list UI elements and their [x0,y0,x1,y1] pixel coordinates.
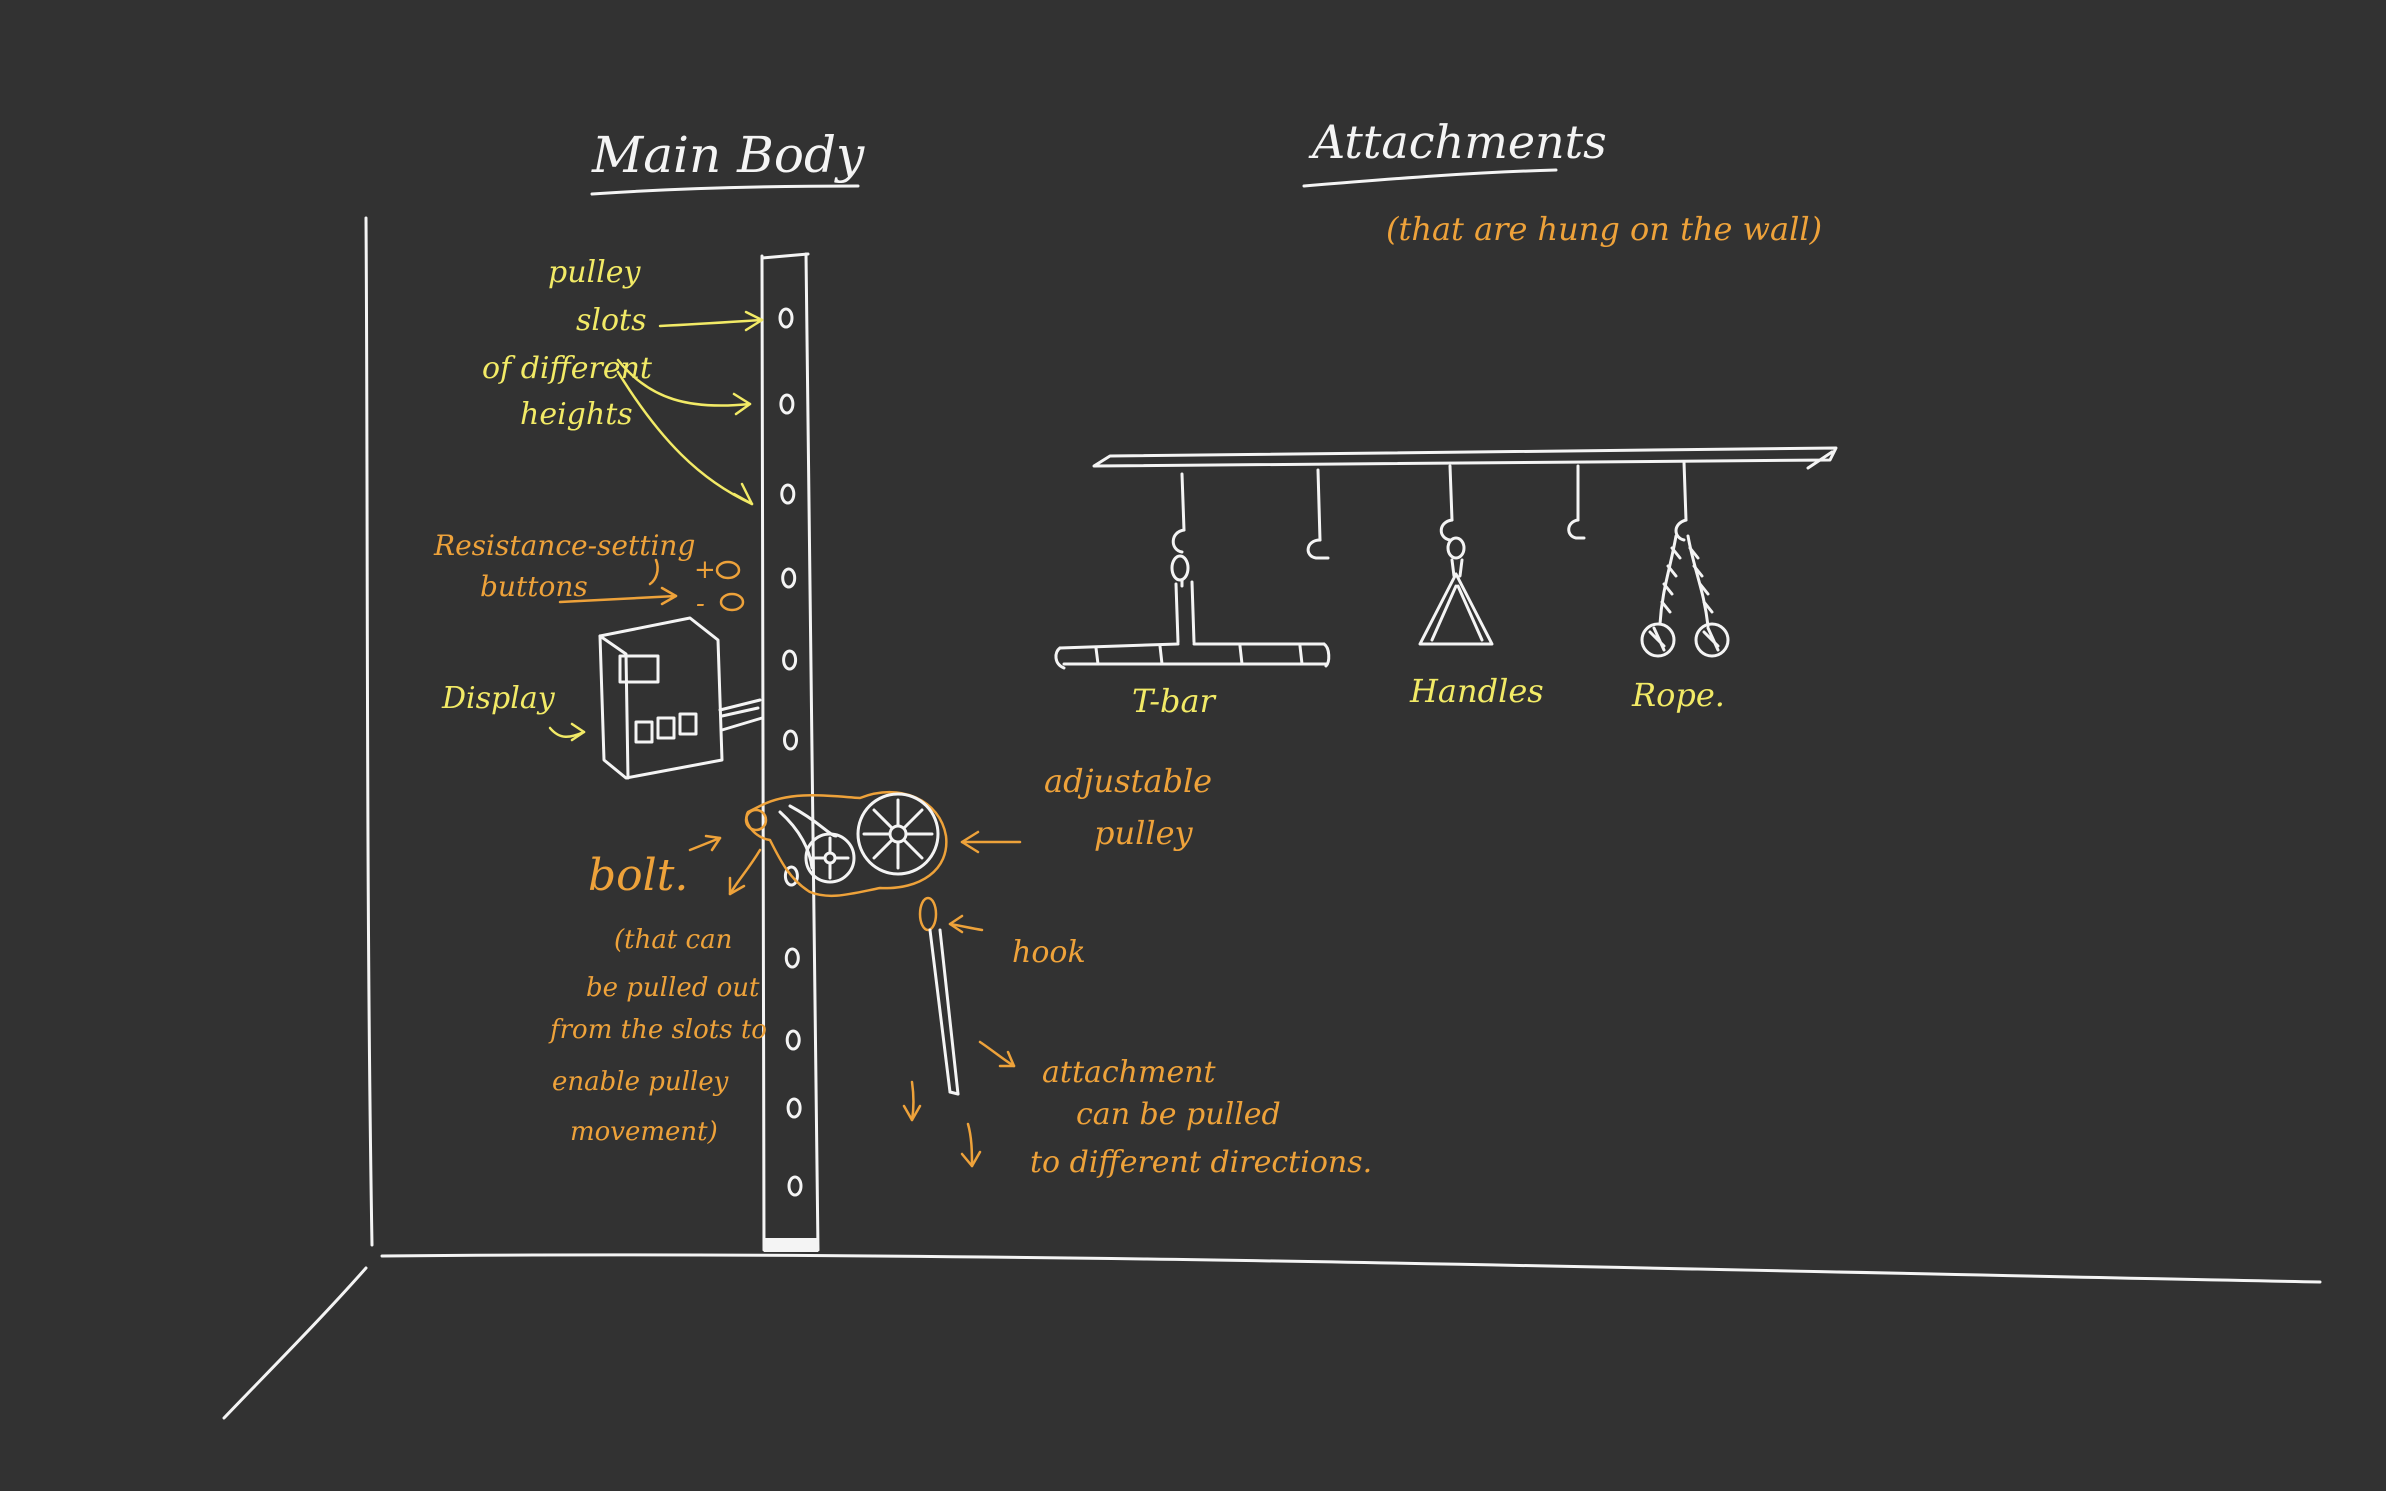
rope-attachment [1640,460,1730,658]
svg-text:adjustable: adjustable [1044,762,1212,800]
svg-text:slots: slots [576,303,647,338]
svg-text:pulley: pulley [1094,814,1194,852]
svg-text:Main Body: Main Body [591,126,865,184]
pulley-slots-label: pulley slots of different heights [482,255,653,432]
resistance-buttons: + - [694,555,745,619]
rail-slot [781,567,797,589]
rope-label: Rope. [1631,676,1725,714]
hook-label: hook [948,914,1086,970]
svg-text:to different directions.: to different directions. [1030,1145,1372,1180]
bolt-note: (that can be pulled out from the slots t… [548,925,767,1147]
rail-slot [778,307,794,329]
adjustable-pulley [744,790,948,898]
main-body-heading: Main Body [590,126,865,196]
svg-text:hook: hook [1012,935,1086,970]
plus-button [715,560,741,580]
t-bar-label: T-bar [1132,682,1217,720]
svg-text:be pulled out: be pulled out [586,973,760,1003]
svg-text:heights: heights [520,397,633,432]
attachment-note: attachment can be pulled to different di… [1030,1055,1372,1180]
display-unit [598,616,764,780]
rail-slot [784,947,800,969]
rail-slots [778,307,803,1197]
svg-text:from the slots to: from the slots to [548,1015,767,1045]
svg-text:of different: of different [482,351,653,386]
attachments-note: (that are hung on the wall) [1386,210,1822,248]
svg-text:attachment: attachment [1042,1055,1217,1090]
svg-text:bolt.: bolt. [588,850,688,901]
svg-text:enable pulley: enable pulley [552,1067,729,1097]
room-outline [222,216,2322,1420]
rail-slot [782,649,798,671]
rail-slot [779,393,795,415]
rail-slot [787,1175,803,1197]
handles-attachment [1418,464,1494,646]
adjustable-pulley-label: adjustable pulley [960,762,1212,854]
pulley-slots-arrows [616,310,764,506]
rail-slot [783,729,798,751]
svg-text:Attachments: Attachments [1308,115,1607,169]
empty-hook-2 [1567,464,1586,540]
bolt-label: bolt. [588,834,762,901]
svg-text:Display: Display [441,681,556,716]
svg-text:can be pulled: can be pulled [1076,1097,1281,1132]
empty-hook-1 [1306,468,1330,560]
direction-arrows [902,1040,1016,1168]
rail-slot [785,1029,801,1051]
rail-slot [783,865,799,887]
rail-slot [786,1097,802,1119]
svg-text:pulley: pulley [548,255,641,290]
rail-slot [780,483,796,505]
minus-button [719,592,745,612]
svg-text:+: + [694,555,716,585]
main-rail [760,252,820,1252]
pulley-hook-and-cable [918,896,960,1096]
attachment-rack [1092,446,1838,470]
svg-text:movement): movement) [570,1117,718,1147]
resistance-buttons-label: Resistance-setting buttons [433,529,695,606]
attachments-heading: Attachments [1302,115,1607,188]
display-label: Display [441,681,586,742]
svg-text:buttons: buttons [480,570,588,603]
svg-text:(that can: (that can [614,925,732,955]
svg-text:-: - [696,589,705,619]
handles-label: Handles [1409,672,1544,710]
t-bar-attachment [1054,472,1331,670]
svg-text:Resistance-setting: Resistance-setting [433,529,695,562]
